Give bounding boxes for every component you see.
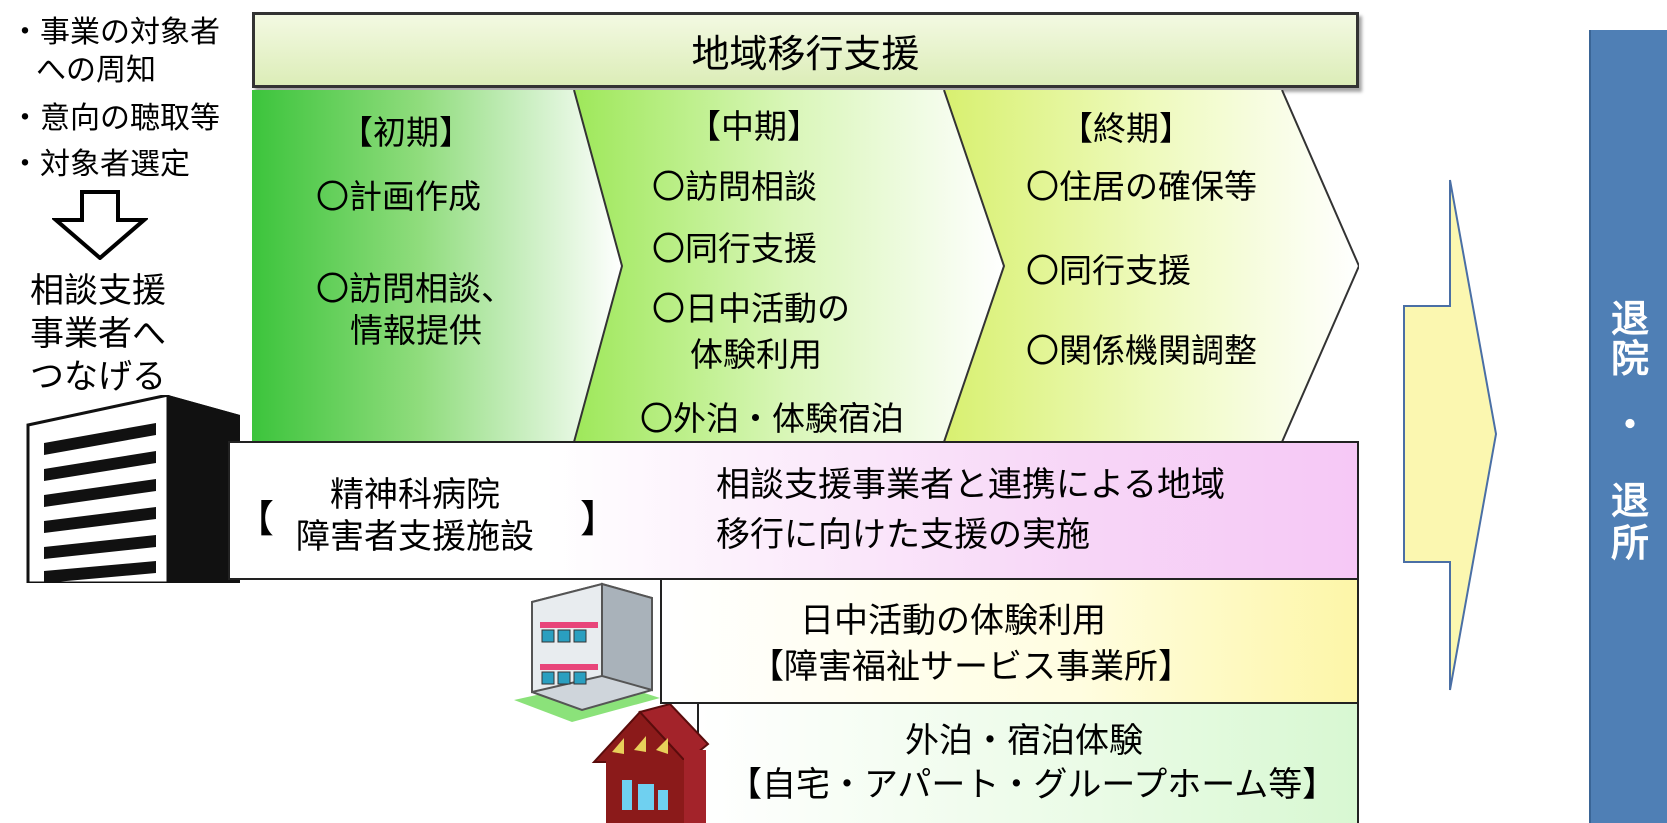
phase-late-item-1: 〇住居の確保等 bbox=[1026, 167, 1257, 206]
day-activity-line-2: 【障害福祉サービス事業所】 bbox=[750, 647, 1192, 687]
facility-psychiatric-hospital: 精神科病院 bbox=[330, 475, 500, 515]
phase-mid-item-4: 〇外泊・体験宿泊 bbox=[640, 399, 904, 438]
phase-late-shape bbox=[944, 90, 1359, 442]
service-office-building-icon bbox=[514, 582, 660, 722]
phase-mid-label: 【中期】 bbox=[688, 107, 820, 146]
phase-band bbox=[252, 90, 1359, 442]
day-activity-line-1: 日中活動の体験利用 bbox=[800, 601, 1106, 641]
discharge-char-2: 院 bbox=[1610, 337, 1649, 381]
connect-line-3: つなげる bbox=[30, 357, 166, 397]
header-title: 地域移行支援 bbox=[691, 31, 920, 76]
bracket-open: 【 bbox=[236, 497, 275, 541]
phase-mid-item-1: 〇訪問相談 bbox=[652, 167, 817, 206]
day-activity-row bbox=[660, 580, 1359, 704]
phase-mid-item-3-cont: 体験利用 bbox=[690, 335, 822, 374]
phase-early-shape bbox=[252, 90, 622, 442]
phase-early-item-2-cont: 情報提供 bbox=[350, 311, 482, 350]
header-chiiki-ikou-shien: 地域移行支援 bbox=[252, 12, 1359, 88]
discharge-char-4: 退 bbox=[1610, 479, 1649, 523]
house-icon bbox=[591, 704, 710, 823]
phase-mid-item-2: 〇同行支援 bbox=[652, 229, 817, 268]
bullet-target-selection: ・対象者選定 bbox=[10, 147, 190, 182]
phase-late-item-2: 〇同行支援 bbox=[1026, 251, 1191, 290]
overnight-stay-line-2: 【自宅・アパート・グループホーム等】 bbox=[728, 765, 1337, 805]
discharge-char-3: ・ bbox=[1610, 403, 1649, 447]
hospital-description-line-1: 相談支援事業者と連携による地域 bbox=[716, 465, 1225, 505]
phase-late-label: 【終期】 bbox=[1060, 109, 1192, 148]
discharge-panel: 退 院 ・ 退 所 bbox=[1589, 30, 1667, 823]
connect-line-1: 相談支援 bbox=[30, 271, 166, 311]
bullet-target-notice-cont: への周知 bbox=[36, 53, 156, 88]
overnight-stay-row bbox=[697, 704, 1359, 823]
discharge-char-5: 所 bbox=[1610, 521, 1649, 565]
discharge-char-1: 退 bbox=[1610, 297, 1649, 341]
overnight-stay-line-1: 外泊・宿泊体験 bbox=[905, 721, 1143, 761]
phase-late-item-3: 〇関係機関調整 bbox=[1026, 331, 1257, 370]
phase-mid-shape bbox=[574, 90, 1004, 442]
transition-arrow-icon bbox=[1403, 179, 1498, 691]
down-arrow-icon bbox=[52, 190, 148, 260]
bracket-close: 】 bbox=[580, 497, 619, 541]
hospital-description-line-2: 移行に向けた支援の実施 bbox=[716, 515, 1090, 555]
connect-line-2: 事業者へ bbox=[30, 314, 166, 354]
phase-early-label: 【初期】 bbox=[340, 113, 472, 152]
phase-early-item-1: 〇計画作成 bbox=[316, 177, 481, 216]
facility-disability-support: 障害者支援施設 bbox=[296, 517, 534, 557]
phase-mid-item-3: 〇日中活動の bbox=[652, 289, 850, 328]
hospital-building-icon bbox=[26, 395, 240, 583]
hospital-row bbox=[228, 441, 1359, 580]
phase-early-item-2: 〇訪問相談、 bbox=[316, 269, 514, 308]
bullet-intent-hearing: ・意向の聴取等 bbox=[10, 101, 220, 136]
bullet-target-notice: ・事業の対象者 bbox=[10, 15, 220, 50]
